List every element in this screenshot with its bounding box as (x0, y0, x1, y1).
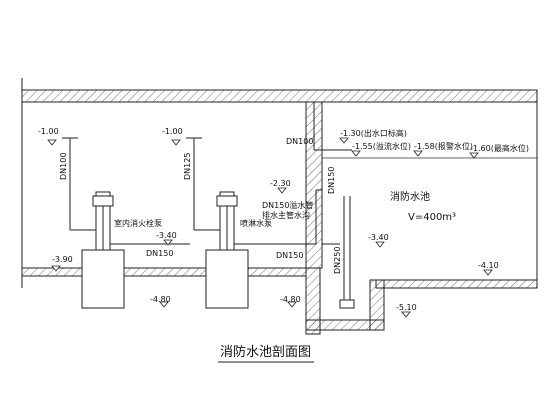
pipe-level: -2.30 (270, 179, 291, 188)
level-marker-icon (351, 150, 361, 157)
sump-level: -5.10 (396, 303, 417, 312)
sump-wall-right (369, 279, 385, 331)
level-markers (47, 137, 493, 318)
riser1-level: -1.00 (38, 127, 59, 136)
tank-floor (375, 279, 538, 289)
inlet-size: DN100 (286, 137, 313, 146)
roof-slab (21, 89, 538, 103)
outlet-level: -1.30(出水口标高) (340, 128, 407, 138)
pump2-icon (216, 191, 238, 251)
pump2-name: 喷淋水泵 (240, 218, 272, 228)
level-marker-icon (287, 301, 297, 308)
pump1-name: 室内消火栓泵 (114, 218, 162, 228)
base2-level: -4.80 (280, 295, 301, 304)
floor-level: -3.90 (52, 255, 73, 264)
suction-main-size: DN250 (333, 247, 342, 274)
alarm-level: -1.58(报警水位) (414, 141, 473, 151)
level-marker-icon (51, 265, 61, 272)
tank-volume: V=400m³ (408, 212, 456, 223)
sump-wall-left (305, 267, 321, 335)
level-marker-icon (171, 139, 181, 146)
max-level: -1.60(最高水位) (470, 143, 529, 153)
level-marker-icon (413, 150, 423, 157)
level-marker-icon (47, 139, 57, 146)
riser2-size: DN125 (183, 153, 192, 180)
suction-main-pipe (339, 196, 355, 309)
main-pipe-label-1: DN150溢水管 (262, 200, 313, 210)
pump1-icon (92, 191, 114, 251)
suction1-size: DN150 (146, 249, 173, 258)
level-marker-icon (483, 269, 493, 276)
tank-floor-level: -4.10 (478, 261, 499, 270)
main-pipe-label-2: 排水主管水沟 (262, 210, 310, 220)
level-marker-icon (163, 239, 173, 246)
level-marker-icon (401, 311, 411, 318)
suction1-level: -3.40 (156, 231, 177, 240)
overflow-level: -1.55(溢流水位) (352, 141, 411, 151)
level-marker-icon (159, 301, 169, 308)
tank-name: 消防水池 (390, 190, 430, 203)
riser1-size: DN100 (59, 153, 68, 180)
suction2-size: DN150 (276, 251, 303, 260)
riser-pipes (62, 137, 220, 231)
pump2-foundation (205, 249, 249, 309)
level-marker-icon (339, 137, 349, 144)
level-marker-icon (277, 187, 287, 194)
level-marker-icon (469, 152, 479, 159)
drawing-title: 消防水池剖面图 (220, 344, 311, 360)
inlet-pipe (313, 102, 352, 151)
pump1-foundation (81, 249, 125, 309)
pump-room-floor (21, 267, 307, 277)
suction-pipes (110, 189, 340, 245)
riser2-level: -1.00 (162, 127, 183, 136)
suction2-level: -3.40 (368, 233, 389, 242)
drain-size: DN150 (327, 167, 336, 194)
base1-level: -4.80 (150, 295, 171, 304)
level-marker-icon (375, 241, 385, 248)
